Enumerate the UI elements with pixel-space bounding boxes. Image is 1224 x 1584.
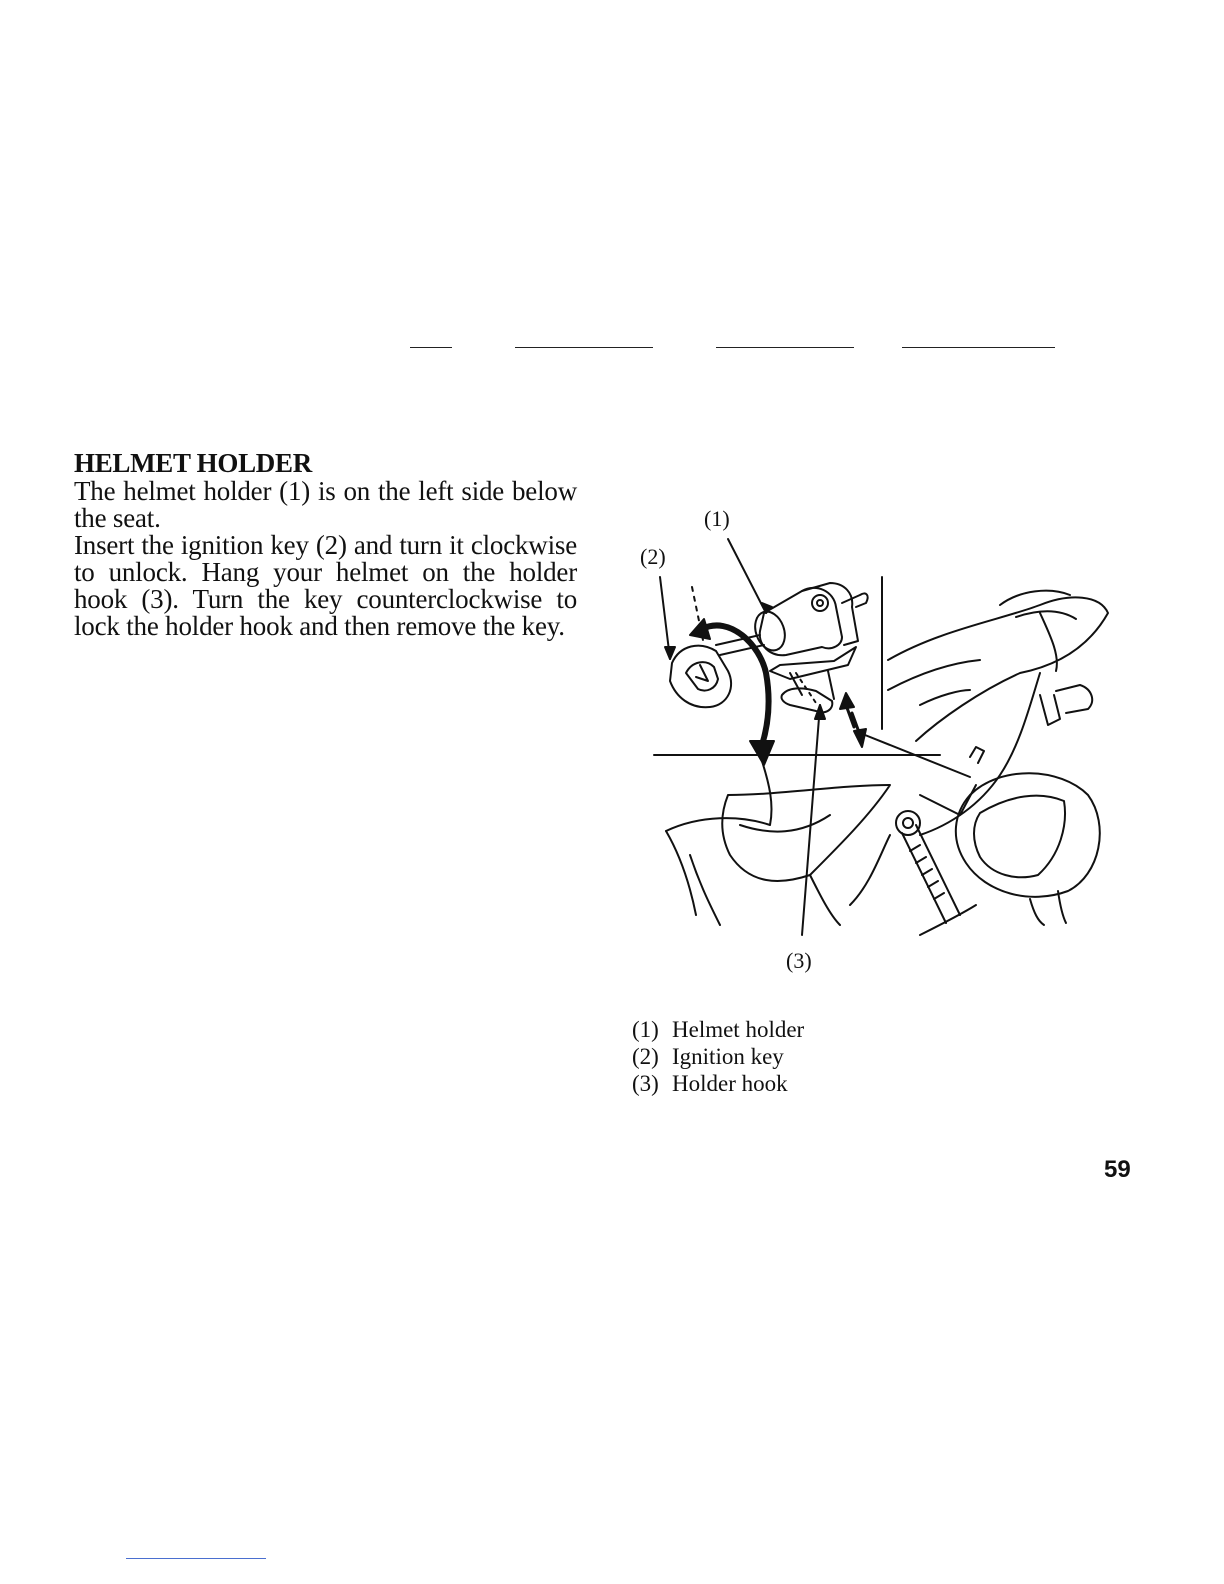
body-instructions: Insert the ignition key (2) and turn it … — [74, 530, 577, 641]
callout-1: (1) — [704, 506, 730, 531]
header-rule-3 — [716, 347, 854, 348]
bottom-rule — [126, 1558, 266, 1559]
figure-captions: (1) Helmet holder (2) Ignition key (3) Hold… — [632, 1016, 804, 1097]
header-rule-4 — [902, 347, 1055, 348]
caption-helmet-holder: (1) Helmet holder — [632, 1016, 804, 1043]
header-rule-2 — [515, 347, 653, 348]
caption-label: Helmet holder — [672, 1017, 805, 1042]
callout-2: (2) — [640, 544, 666, 569]
caption-label: Ignition key — [672, 1044, 784, 1069]
page-number: 59 — [1104, 1156, 1131, 1183]
header-rule-1 — [410, 347, 452, 348]
section-title: HELMET HOLDER — [74, 448, 312, 478]
caption-holder-hook: (3) Holder hook — [632, 1070, 804, 1097]
callout-3: (3) — [786, 948, 812, 973]
caption-number: (2) — [632, 1044, 659, 1069]
caption-label: Holder hook — [672, 1071, 788, 1096]
helmet-holder-drawing — [653, 538, 1109, 936]
caption-ignition-key: (2) Ignition key — [632, 1043, 804, 1070]
caption-number: (3) — [632, 1071, 659, 1096]
helmet-holder-illustration: (1) (2) (3) — [620, 495, 1120, 985]
caption-number: (1) — [632, 1017, 659, 1042]
body-sentence-location: The helmet holder (1) is on the left sid… — [74, 476, 577, 533]
body-paragraph: The helmet holder (1) is on the left sid… — [74, 478, 577, 640]
